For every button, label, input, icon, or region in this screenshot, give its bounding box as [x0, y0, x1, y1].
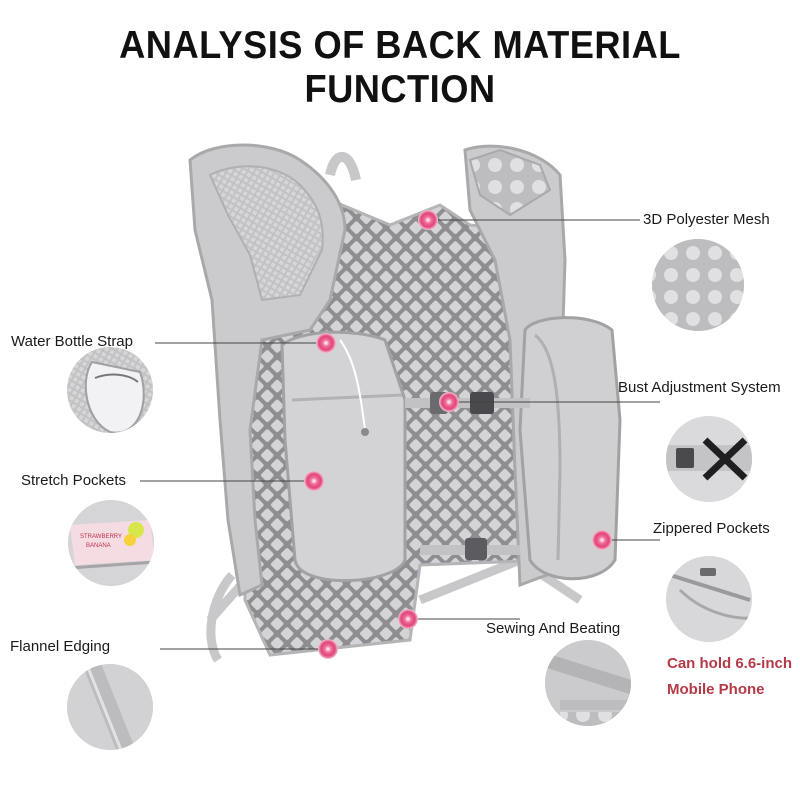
sewing-detail-image: [545, 640, 631, 726]
phone-capacity-note-line1: Can hold 6.6-inch: [667, 655, 793, 672]
marker-flannel: [318, 639, 338, 659]
marker-sewing: [398, 609, 418, 629]
bottle-strap-detail-image: [67, 347, 153, 433]
pocket-text-line1: STRAWBERRY: [80, 534, 122, 540]
callout-3d-polyester-mesh: 3D Polyester Mesh: [643, 211, 770, 228]
phone-capacity-note-line2: Mobile Phone: [667, 681, 765, 698]
leader-lines: [140, 219, 660, 650]
buckle-detail-image: [666, 416, 752, 502]
stretch-pocket-detail-image: STRAWBERRY BANANA: [68, 500, 154, 586]
callout-stretch-pockets: Stretch Pockets: [21, 472, 127, 489]
marker-mesh: [418, 210, 438, 230]
callout-flannel-edging: Flannel Edging: [10, 638, 111, 655]
callout-sewing-and-beating: Sewing And Beating: [486, 620, 621, 637]
callout-zippered-pockets: Zippered Pockets: [653, 520, 770, 537]
zippered-pocket-detail-image: [666, 556, 752, 642]
marker-bust: [439, 392, 459, 412]
vest: [188, 143, 622, 663]
flannel-edging-detail-image: [67, 664, 153, 750]
page-title: ANALYSIS OF BACK MATERIAL FUNCTION: [119, 24, 681, 111]
pocket-text-line2: BANANA: [86, 543, 111, 549]
callout-bust-adjustment-system: Bust Adjustment System: [618, 379, 781, 396]
marker-bottle-strap: [316, 333, 336, 353]
mesh-detail-image: [652, 239, 744, 331]
marker-zipper: [592, 530, 612, 550]
callout-water-bottle-strap: Water Bottle Strap: [11, 333, 133, 350]
marker-stretch: [304, 471, 324, 491]
